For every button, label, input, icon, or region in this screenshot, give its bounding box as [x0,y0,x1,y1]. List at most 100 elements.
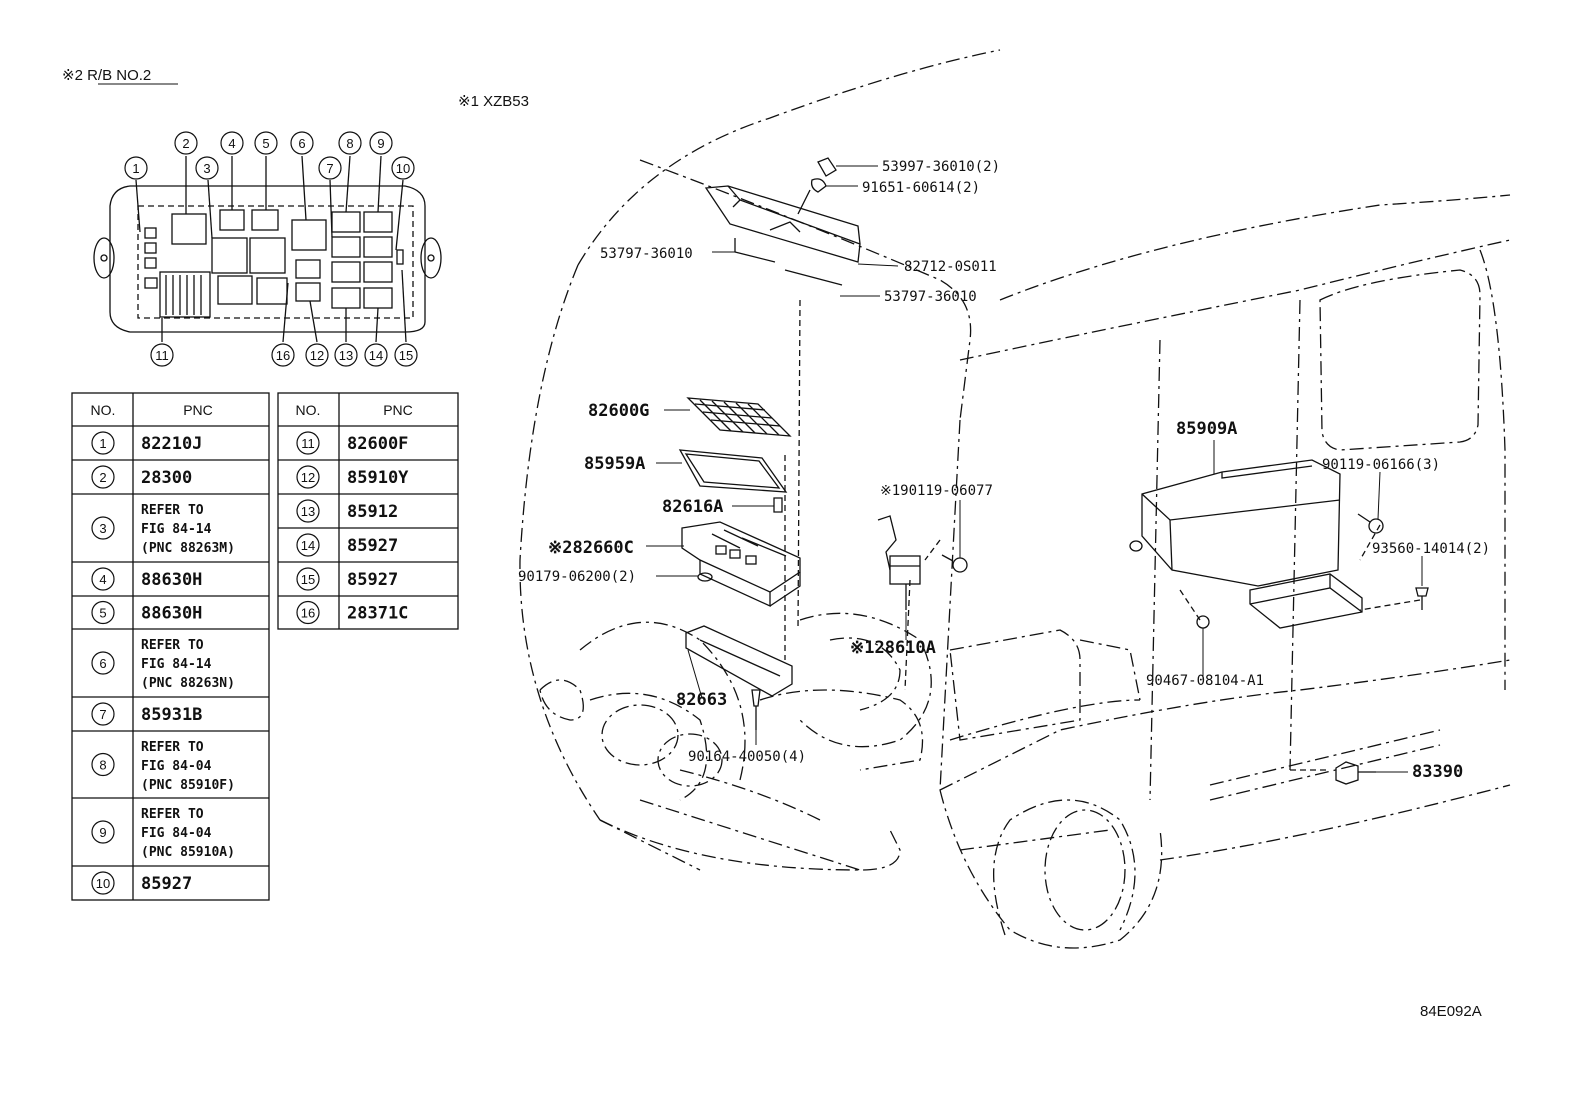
row-pnc-text: 28300 [141,468,192,488]
table-row: 13 85912 [296,499,398,523]
row-pnc-text: 88630H [141,604,202,624]
row-pnc-text: (PNC 85910F) [141,778,235,793]
label-53997-36010: 53997-36010(2) [882,159,1000,175]
label-90119-06077: ※190119-06077 [880,483,993,499]
row-number-circle [91,651,115,675]
row-number: 16 [301,606,315,621]
row-pnc-text: 88630H [141,570,202,590]
row-pnc-text: 82600F [347,434,408,454]
row-number-circle [296,567,320,591]
label-90119-06166: 90119-06166(3) [1322,457,1440,473]
label-82660C: ※282660C [548,538,634,558]
svg-text:7: 7 [326,161,333,176]
part-leaders [646,165,1423,773]
row-number-circle [91,600,115,625]
label-93560-14014: 93560-14014(2) [1372,541,1490,557]
svg-text:11: 11 [155,348,169,363]
row-pnc-text: REFER TO [141,807,204,822]
row-number: 9 [99,825,106,840]
label-85909A: 85909A [1176,419,1237,439]
row-pnc-text: REFER TO [141,638,204,653]
svg-text:15: 15 [399,348,413,363]
label-91651-60614: 91651-60614(2) [862,180,980,196]
row-number-circle [296,465,320,489]
callout-4: 4 [220,131,244,155]
label-82616A: 82616A [662,497,723,517]
label-82600G: 82600G [588,401,649,421]
row-number: 14 [301,538,315,553]
callout-8: 8 [338,131,362,155]
relay-block-callouts: 1 2 3 4 5 6 7 8 9 10 11 12 13 14 15 16 [124,131,418,367]
svg-text:14: 14 [369,348,383,363]
figure-code: 84E092A [1420,1003,1482,1020]
svg-text:9: 9 [377,136,384,151]
table-row: 14 85927 [296,533,398,557]
row-pnc-text: REFER TO [141,740,204,755]
row-pnc-text: 85912 [347,502,398,522]
callout-16: 16 [271,343,295,367]
svg-text:16: 16 [276,348,290,363]
svg-text:12: 12 [310,348,324,363]
pnc-table-left: NO. PNC [71,392,270,901]
table-row: 9 REFER TO FIG 84-04 (PNC 85910A) [91,807,235,860]
svg-text:10: 10 [396,161,410,176]
svg-text:2: 2 [182,136,189,151]
row-pnc-text: 85927 [347,536,398,556]
callout-15: 15 [394,343,418,367]
row-number: 6 [99,656,106,671]
row-pnc-text: FIG 84-14 [141,522,212,537]
row-number: 4 [99,572,106,587]
row-pnc-text: 85927 [141,874,192,894]
row-number-circle [91,702,115,726]
svg-text:4: 4 [228,136,235,151]
row-pnc-text: (PNC 88263M) [141,541,235,556]
callout-7: 7 [318,156,342,180]
row-number: 10 [96,876,110,891]
row-number-circle [296,499,320,523]
row-number: 13 [301,504,315,519]
callout-5: 5 [254,131,278,155]
table-row: 4 88630H [91,567,202,591]
row-number-circle [296,600,320,625]
row-number: 12 [301,470,315,485]
row-pnc-text: (PNC 85910A) [141,845,235,860]
label-82663: 82663 [676,690,727,710]
right-col-no-header: NO. [296,402,321,418]
row-pnc-text: 28371C [347,604,408,624]
label-90164-40050: 90164-40050(4) [688,749,806,765]
label-28610A: ※128610A [850,638,936,658]
vehicle-drawing [519,49,1511,949]
label-83390: 83390 [1412,762,1463,782]
label-90179-06200: 90179-06200(2) [518,569,636,585]
row-number: 2 [99,470,106,485]
callout-10: 10 [391,156,415,180]
svg-text:1: 1 [132,161,139,176]
row-number: 15 [301,572,315,587]
row-number-circle [91,465,115,489]
row-number-circle [91,431,115,455]
table-row: 3 REFER TO FIG 84-14 (PNC 88263M) [91,503,235,556]
row-pnc-text: REFER TO [141,503,204,518]
callout-6: 6 [290,131,314,155]
row-pnc-text: FIG 84-04 [141,826,212,841]
row-number: 7 [99,707,106,722]
row-number-circle [91,567,115,591]
row-pnc-text: 82210J [141,434,202,454]
row-number: 3 [99,521,106,536]
row-number-circle [91,752,115,777]
label-53797-36010-upper: 53797-36010 [600,246,693,262]
table-row: 2 28300 [91,465,192,489]
row-number-circle [91,820,115,844]
callout-11: 11 [150,343,174,367]
callout-1: 1 [124,156,148,180]
relay-block-drawing [93,155,442,343]
